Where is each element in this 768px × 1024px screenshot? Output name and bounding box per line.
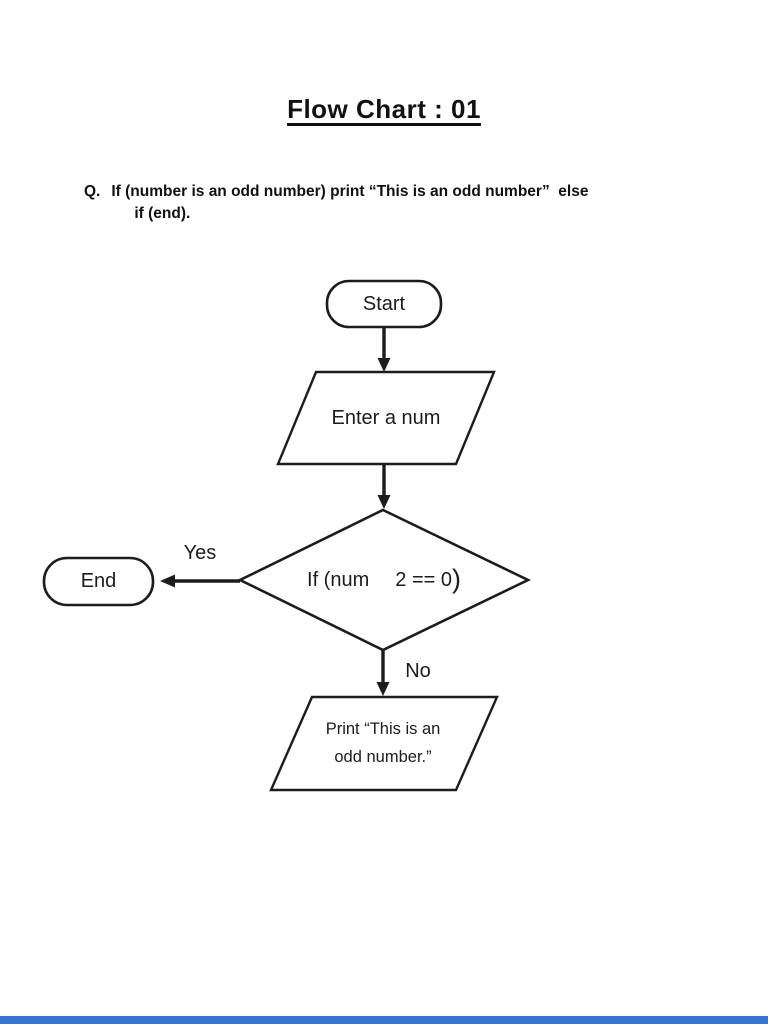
output-label-line-2: odd number.” (334, 748, 432, 766)
decision-label-paren: ) (451, 563, 461, 594)
arrowhead-start-to-input (377, 358, 391, 372)
arrowhead-input-to-decision (377, 495, 391, 509)
decision-label-right: 2 == 0 (395, 568, 452, 591)
decision-label-left: If (num (307, 568, 370, 591)
question-block: Q. If (number is an odd number) print “T… (84, 181, 588, 224)
input-node-shape (276, 370, 496, 466)
question-line-2: if (end). (134, 204, 191, 222)
output-label-line-1: Print “This is an (325, 720, 441, 738)
end-node-shape (42, 556, 155, 607)
question-lines: If (number is an odd number) print “This… (111, 181, 588, 224)
arrowhead-decision-to-end (160, 574, 175, 588)
start-node-label: Start (362, 292, 406, 315)
no-branch-label: No (405, 659, 431, 682)
question-line-1: If (number is an odd number) print “This… (111, 183, 589, 200)
output-node-label: Print “This is an odd number.” (290, 706, 476, 780)
arrowhead-decision-to-output (376, 682, 390, 696)
end-node-label: End (80, 570, 117, 592)
input-node-label: Enter a num (331, 406, 441, 429)
yes-branch-label: Yes (183, 541, 217, 564)
page-title: Flow Chart : 01 (287, 94, 481, 124)
decision-node-label: If (num 2 == 0 ) (259, 556, 509, 604)
bottom-accent-bar (0, 1016, 768, 1024)
output-node-shape (269, 695, 499, 792)
question-prefix: Q. (84, 183, 101, 200)
